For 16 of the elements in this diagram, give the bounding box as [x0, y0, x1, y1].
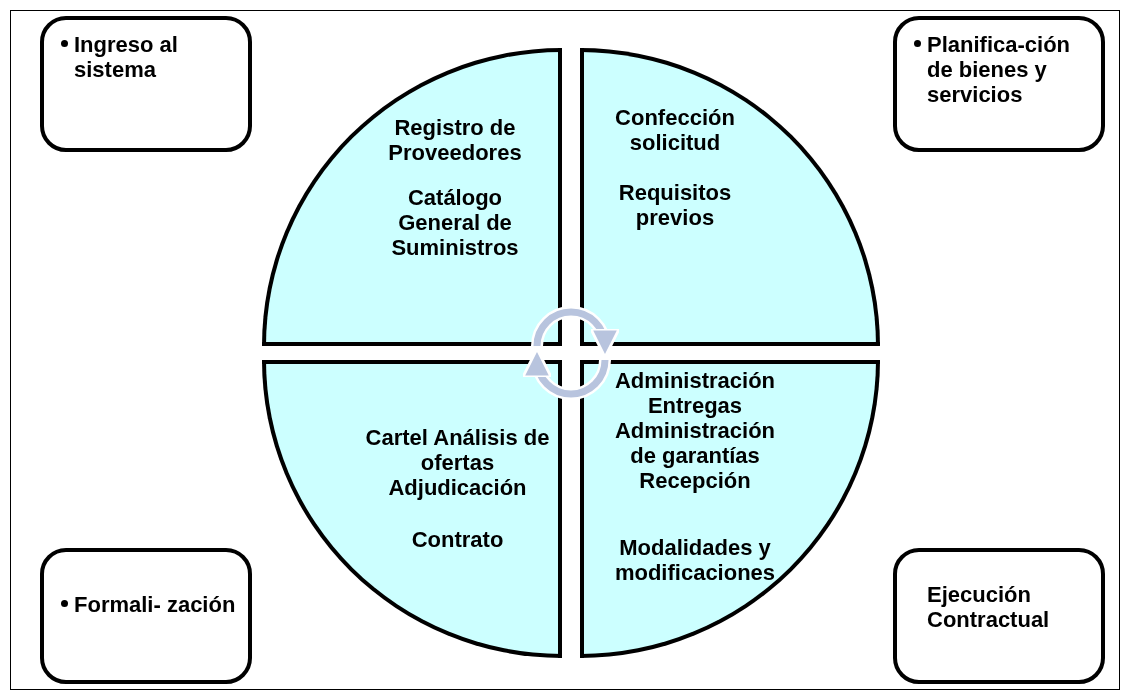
rounded-box — [893, 548, 1105, 684]
box-text: Ejecución Contractual — [927, 582, 1051, 632]
quadrant-text: Catálogo General de Suministros — [390, 185, 520, 260]
quadrant-text: Modalidades y modificaciones — [613, 535, 777, 585]
rounded-box — [893, 16, 1105, 152]
quadrant-text: Requisitos previos — [617, 180, 733, 230]
quadrant-text: Contrato — [410, 527, 505, 552]
quadrant-text: Registro de Proveedores — [387, 115, 523, 165]
rounded-box — [40, 16, 252, 152]
quadrant-text: Confección solicitud — [614, 105, 736, 155]
box-text: Formali- zación — [74, 592, 237, 617]
rounded-box — [40, 548, 252, 684]
box-text: Ingreso al sistema — [74, 32, 179, 82]
box-text: Planifica-ción de bienes y servicios — [927, 32, 1072, 107]
quadrant-text: Administración Entregas Administración de garantías Recepción — [613, 368, 777, 493]
quadrant-text: Cartel Análisis de ofertas Adjudicación — [365, 425, 550, 500]
